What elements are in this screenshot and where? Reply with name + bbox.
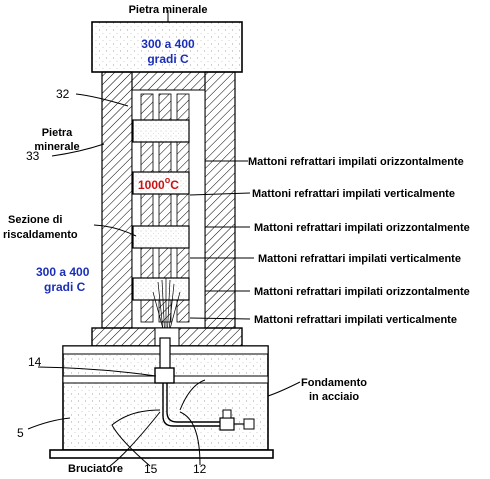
side-temperature-line1: 300 a 400 xyxy=(36,265,90,279)
brick-block-3 xyxy=(132,225,190,249)
layer-label-4: Mattoni refrattari impilati verticalment… xyxy=(258,253,461,265)
burner-assembly xyxy=(154,337,255,431)
top-temperature-line1: 300 a 400 xyxy=(141,37,195,51)
leader-lines xyxy=(27,93,301,467)
layer-label-1: Mattoni refrattari impilati orizzontalme… xyxy=(248,156,464,168)
ref-number-12: 12 xyxy=(193,462,207,476)
top-temperature-line2: gradi C xyxy=(147,52,189,66)
top-stone-label: Pietra minerale xyxy=(129,4,208,16)
top-mineral-stone xyxy=(91,10,243,73)
side-stone-label-line2: minerale xyxy=(34,141,79,153)
layer-label-2: Mattoni refrattari impilati verticalment… xyxy=(252,188,455,200)
foundation-label-line1: Fondamento xyxy=(301,377,367,389)
hot-temperature-label: 1000oC xyxy=(138,175,179,192)
ref-number-14: 14 xyxy=(28,355,42,369)
ref-number-32: 32 xyxy=(56,87,70,101)
ref-number-33: 33 xyxy=(26,149,40,163)
heating-section-label-line1: Sezione di xyxy=(8,214,62,226)
brick-block-4 xyxy=(132,277,190,301)
ref-number-15: 15 xyxy=(144,462,158,476)
furnace-base xyxy=(91,327,243,347)
layer-label-6: Mattoni refrattari impilati verticalment… xyxy=(254,314,457,326)
burner-label: Bruciatore xyxy=(68,463,123,475)
side-temperature-line2: gradi C xyxy=(44,280,86,294)
foundation-label-line2: in acciaio xyxy=(309,391,359,403)
brick-block-1 xyxy=(132,119,190,143)
horizontal-brick-layers xyxy=(132,119,190,301)
side-stone-label-line1: Pietra xyxy=(42,127,73,139)
heating-section-label-line2: riscaldamento xyxy=(3,229,78,241)
layer-label-5: Mattoni refrattari impilati orizzontalme… xyxy=(254,286,470,298)
layer-label-3: Mattoni refrattari impilati orizzontalme… xyxy=(254,222,470,234)
ref-number-5: 5 xyxy=(17,426,24,440)
brick-block-2 xyxy=(132,171,190,195)
